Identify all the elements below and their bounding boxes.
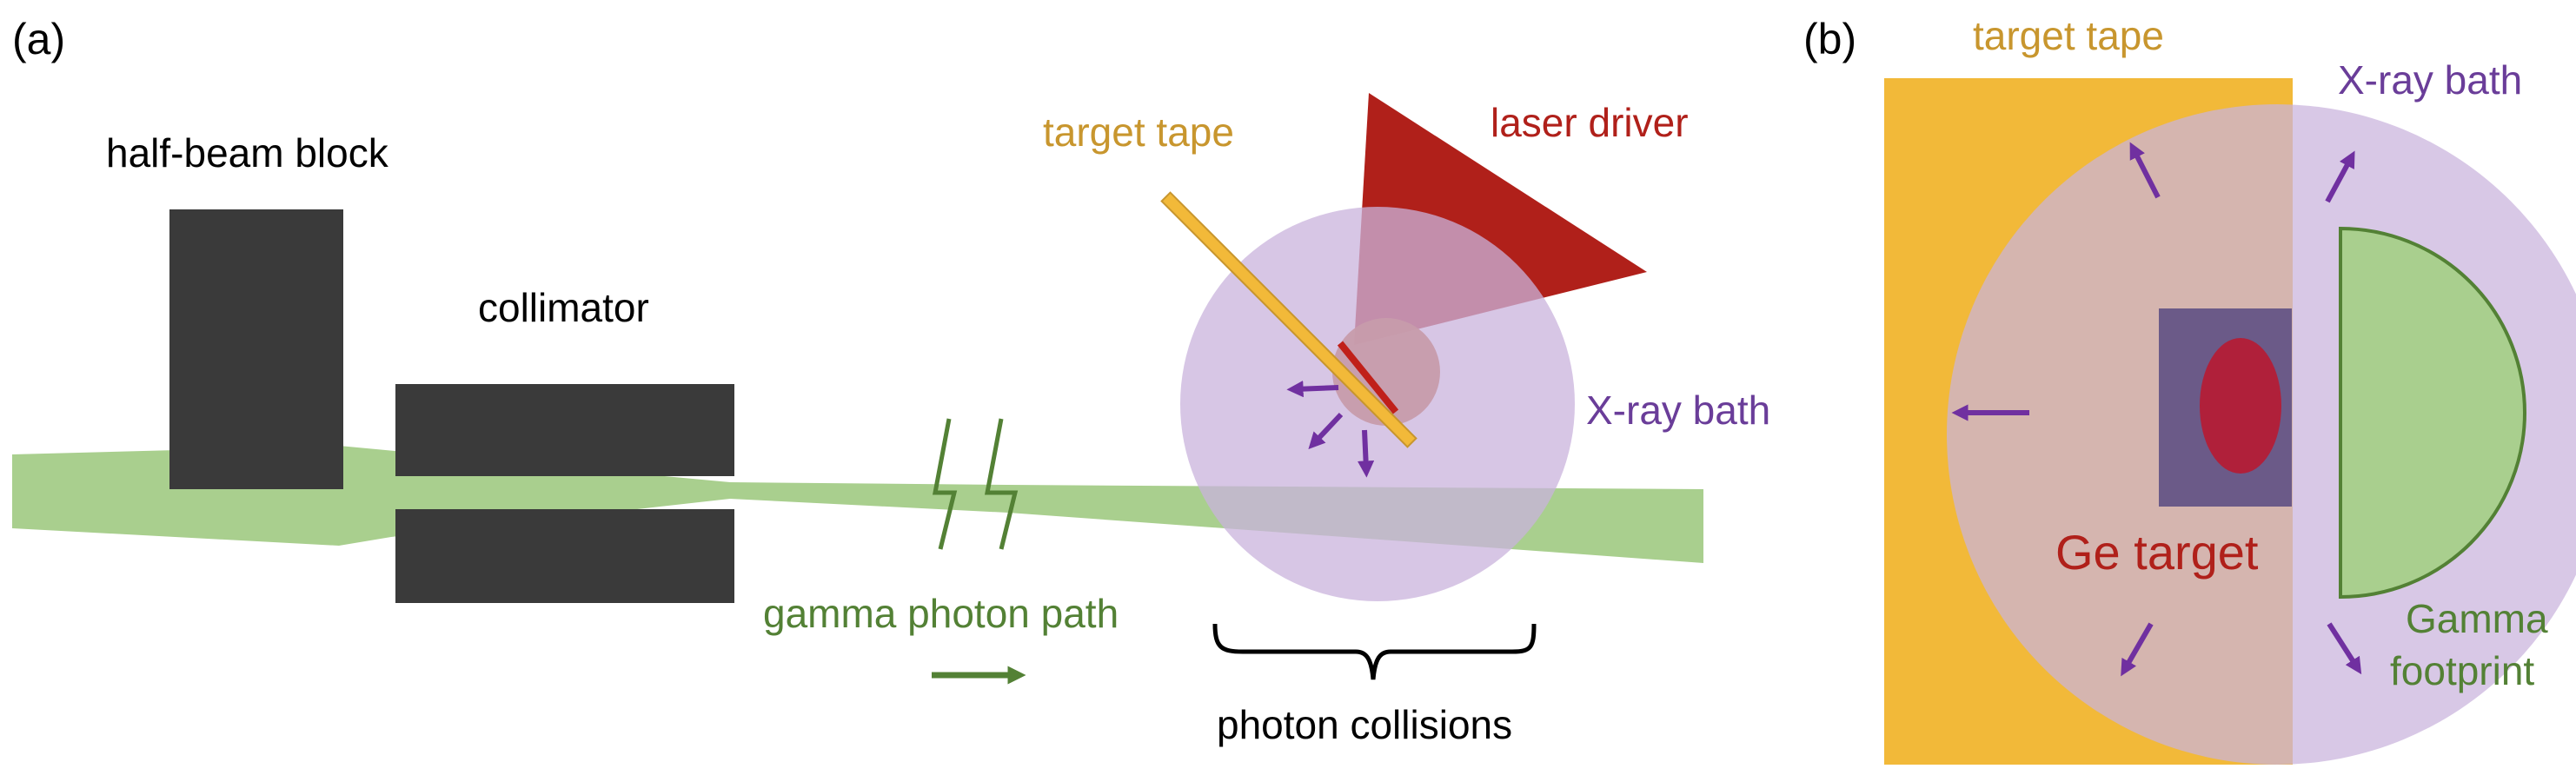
xray-arrow-left-icon: [1286, 381, 1339, 398]
gamma-footprint-shape: [2339, 226, 2526, 600]
xray-arrow-downleft-icon: [1308, 412, 1344, 449]
half-beam-block: [169, 209, 343, 489]
panel-b-letter: (b): [1803, 15, 1856, 63]
tape-hot-spot: [1337, 341, 1399, 414]
panel-a: (a) half-beam block collimator target ta…: [12, 15, 1770, 747]
half-beam-block-label: half-beam block: [106, 130, 389, 176]
target-tape-label: target tape: [1043, 109, 1234, 155]
gamma-beam-gap: [730, 482, 1008, 513]
photon-collisions-brace: [1212, 623, 1537, 680]
collimator-lower: [395, 509, 734, 603]
laser-driver-label: laser driver: [1490, 100, 1689, 145]
beam-break-left: [932, 418, 958, 550]
ge-target-hotspot: [2200, 338, 2281, 474]
xray-bath-label-b: X-ray bath: [2338, 57, 2522, 103]
target-tape-label-b: target tape: [1973, 13, 2164, 58]
photon-collisions-label: photon collisions: [1217, 702, 1512, 747]
xray-arrow-b-upright-icon: [2325, 150, 2355, 203]
gamma-footprint-label-line1: Gamma: [2406, 596, 2548, 641]
target-tape-strip: [1160, 191, 1417, 448]
xray-arrow-b-upleft-icon: [2129, 142, 2161, 199]
ge-target-label: Ge target: [2055, 525, 2259, 580]
beam-break-right: [984, 418, 1019, 550]
panel-a-letter: (a): [12, 15, 65, 63]
gamma-footprint-label-line2: footprint: [2390, 648, 2534, 693]
panel-b: (b) target tape X-ray bath Ge target Gam…: [1803, 13, 2576, 765]
xray-bath-label: X-ray bath: [1586, 388, 1770, 433]
collimator-label: collimator: [478, 285, 649, 330]
xray-arrow-b-downleft-icon: [2121, 622, 2154, 677]
xray-arrow-b-downright-icon: [2327, 622, 2362, 675]
collimator-upper: [395, 384, 734, 476]
xray-arrow-down-icon: [1357, 429, 1375, 478]
gamma-photon-path-label: gamma photon path: [763, 591, 1119, 636]
